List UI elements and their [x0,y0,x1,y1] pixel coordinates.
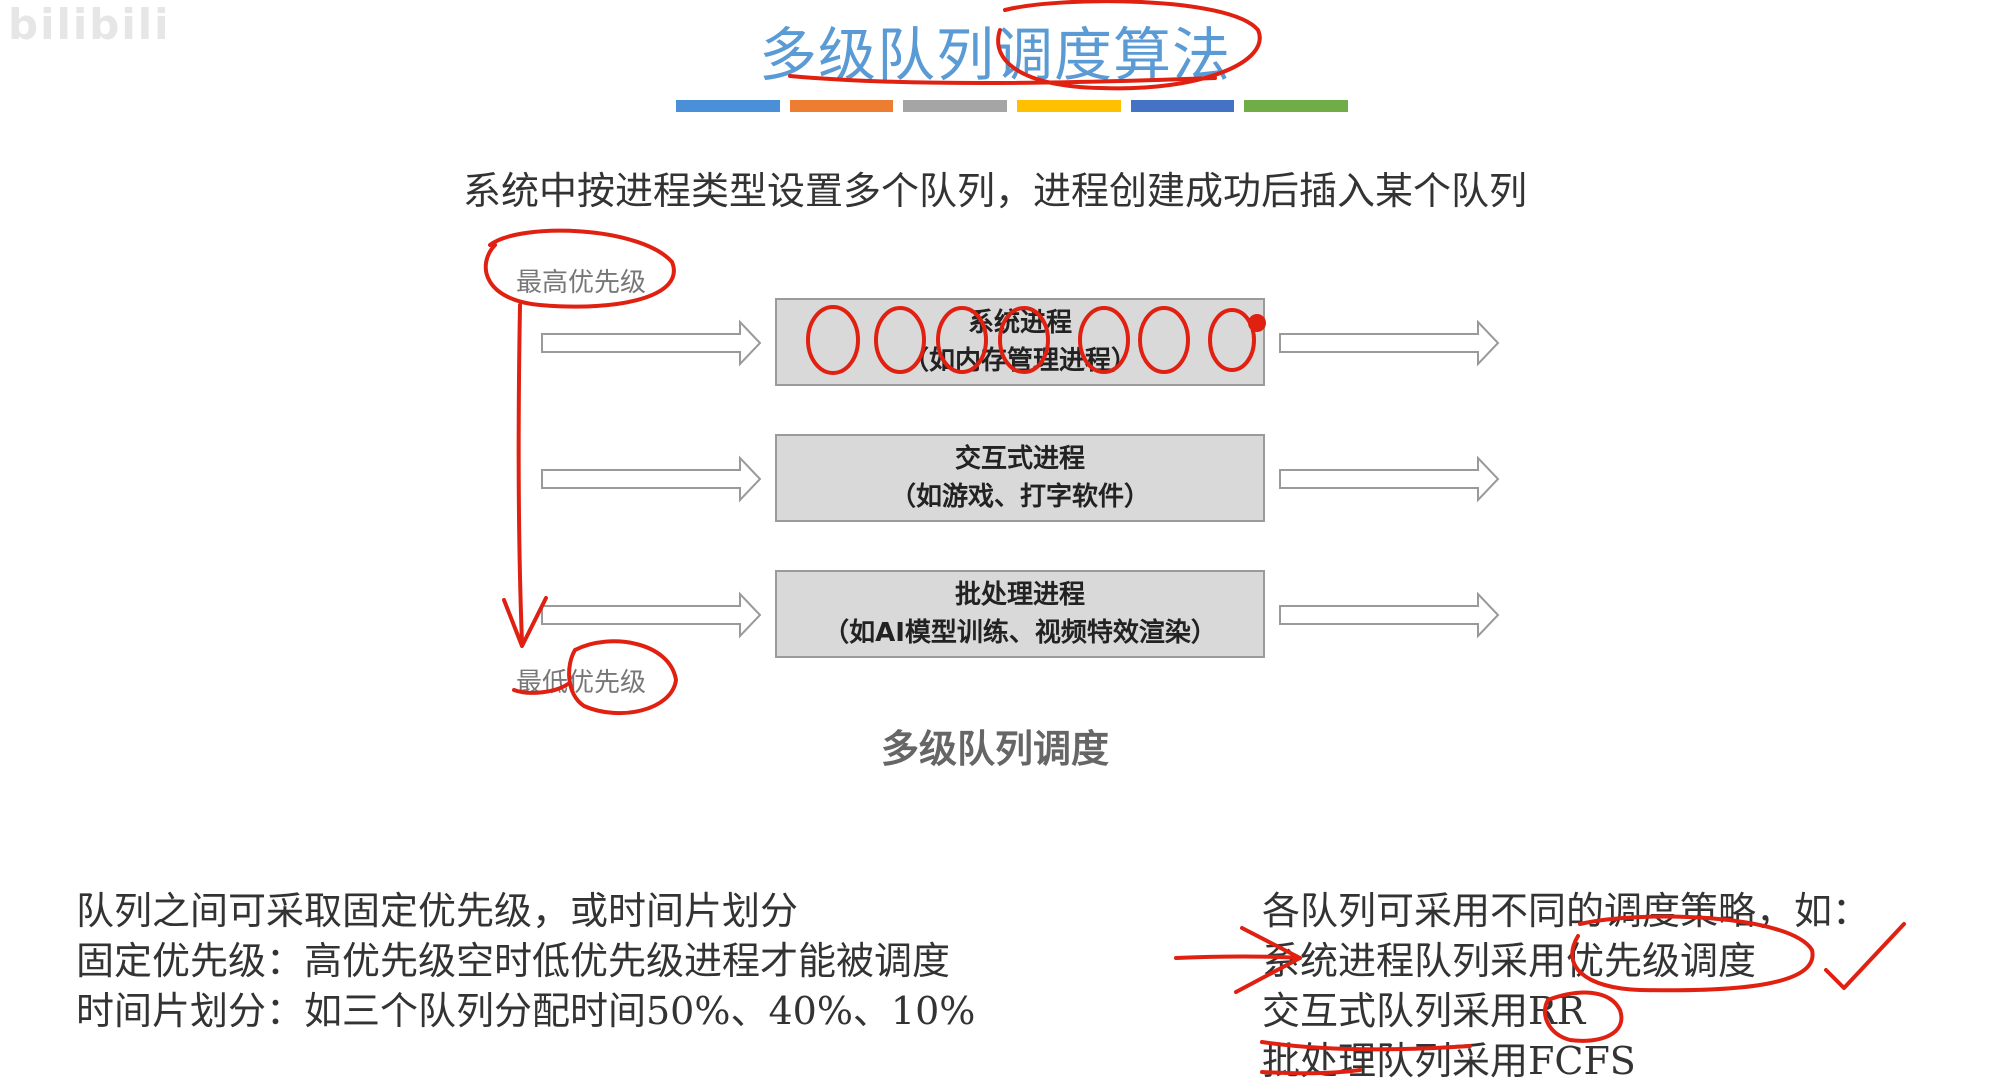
annotation-circle [1078,306,1130,374]
watermark-logo: bilibili [8,0,171,49]
highest-priority-label: 最高优先级 [516,268,647,298]
output-arrow [1279,319,1500,367]
queue-box-batch: 批处理进程 （如AI模型训练、视频特效渲染） [775,570,1265,658]
annotation-underline [1260,1068,1362,1076]
color-bar-segment [1130,100,1235,112]
annotation-underline [788,74,1217,85]
queue-title: 交互式进程 [954,444,1085,474]
output-arrow [1279,455,1500,503]
note-line: 时间片划分：如三个队列分配时间50%、40%、10% [76,989,976,1033]
right-notes: 各队列可采用不同的调度策略，如： 系统进程队列采用优先级调度 交互式队列采用RR… [1262,886,1870,1086]
annotation-circle [567,639,678,716]
color-bar-segment [789,100,894,112]
input-arrow [541,319,762,367]
annotation-circle [1570,914,1815,993]
annotation-circle [483,228,676,309]
color-bar-segment [1017,100,1121,112]
color-bar-segment [676,100,780,112]
annotation-dot [1248,314,1266,332]
output-arrow [1279,591,1500,639]
left-notes: 队列之间可采取固定优先级，或时间片划分 固定优先级：高优先级空时低优先级进程才能… [76,886,975,1036]
annotation-circle [806,305,860,375]
subtitle: 系统中按进程类型设置多个队列，进程创建成功后插入某个队列 [462,169,1527,213]
annotation-circle [874,306,926,374]
annotation-underline [1260,1040,1472,1052]
input-arrow [541,455,762,503]
annotation-arrow [1174,954,1302,960]
color-bar-segment [903,100,1008,112]
annotation-circle [1208,308,1256,372]
annotation-underline [512,682,570,695]
annotation-check [1824,922,1906,990]
annotation-circle [1542,990,1624,1043]
title-color-bar [676,100,1349,112]
annotation-circle [1138,306,1190,374]
note-line: 交互式队列采用RR [1262,989,1586,1033]
queue-box-interactive: 交互式进程 （如游戏、打字软件） [775,434,1265,522]
diagram-caption: 多级队列调度 [880,727,1109,771]
note-line: 固定优先级：高优先级空时低优先级进程才能被调度 [76,939,951,983]
annotation-arrow [516,303,524,644]
annotation-circle [998,306,1050,374]
annotation-arrowhead [502,596,548,648]
input-arrow [541,591,762,639]
queue-example: （如AI模型训练、视频特效渲染） [823,618,1217,648]
queue-example: （如游戏、打字软件） [889,482,1150,512]
annotation-circle [936,306,988,374]
annotation-arrowhead [1234,926,1302,994]
queue-title: 批处理进程 [954,580,1085,610]
note-line: 系统进程队列采用优先级调度 [1262,939,1757,983]
annotation-circle [996,0,1262,91]
note-line: 队列之间可采取固定优先级，或时间片划分 [76,889,799,933]
color-bar-segment [1244,100,1349,112]
